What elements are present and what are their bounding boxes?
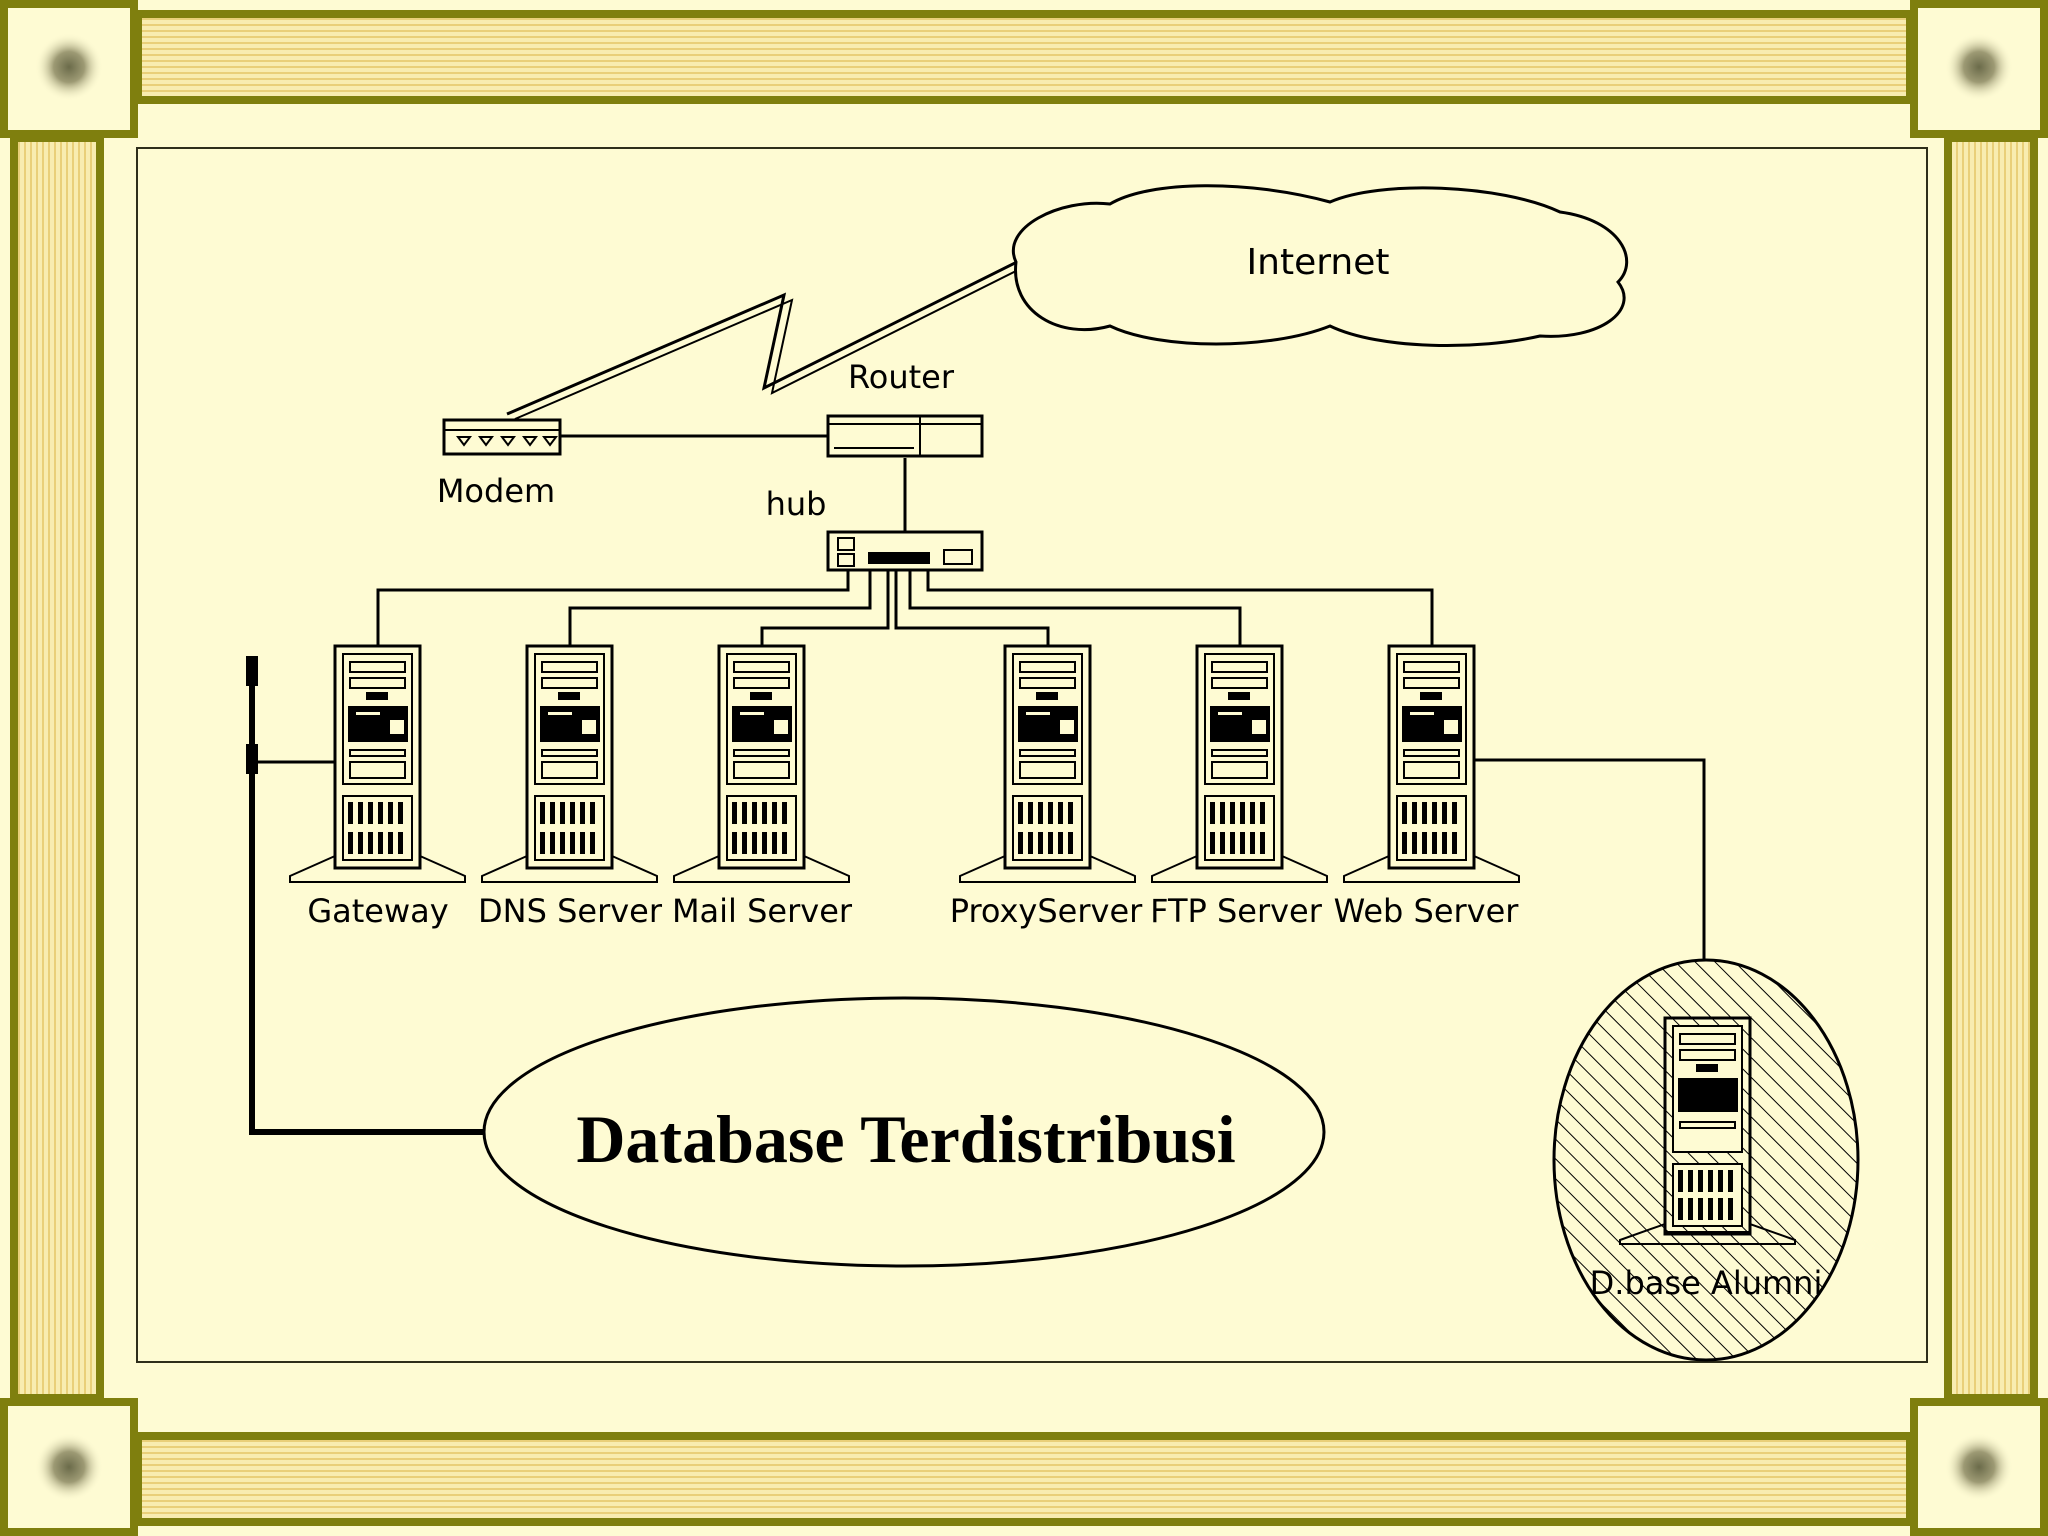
internet-label: Internet [1247, 242, 1390, 283]
hub-icon [826, 530, 984, 572]
hub-label: hub [766, 485, 827, 523]
modem: Modem [437, 418, 562, 510]
server-tower-icon [1619, 1016, 1796, 1245]
router-icon [826, 414, 984, 458]
slide-title: Database Terdistribusi [576, 1101, 1235, 1177]
server-label-ftp-server: FTP Server [1150, 892, 1323, 930]
network-links [249, 260, 1706, 1135]
server-label-proxy-server: ProxyServer [950, 892, 1143, 930]
frame-corner-bottom-left [0, 1398, 138, 1536]
antenna-top [246, 656, 258, 686]
internet-cloud: Internet [1012, 184, 1629, 347]
alumni-database: D.base Alumni [1552, 958, 1860, 1362]
cloud-icon [1012, 184, 1629, 347]
server-label-gateway: Gateway [307, 892, 448, 930]
server-group: Gateway DNS Server Mail Server ProxyServ… [288, 644, 1521, 930]
hub: hub [766, 485, 984, 572]
modem-icon [442, 418, 562, 456]
server-label-dns-server: DNS Server [478, 892, 663, 930]
antenna-mid [246, 744, 258, 774]
router-label: Router [848, 358, 955, 396]
frame-corner-bottom-right [1910, 1398, 2048, 1536]
frame-corner-top-left [0, 0, 138, 138]
modem-label: Modem [437, 472, 555, 510]
alumni-label: D.base Alumni [1590, 1264, 1823, 1302]
frame-corner-top-right [1910, 0, 2048, 138]
server-label-web-server: Web Server [1334, 892, 1520, 930]
wireless-link [506, 260, 1018, 416]
distributed-database: Database Terdistribusi [482, 996, 1326, 1268]
router: Router [826, 358, 984, 458]
server-label-mail-server: Mail Server [672, 892, 853, 930]
